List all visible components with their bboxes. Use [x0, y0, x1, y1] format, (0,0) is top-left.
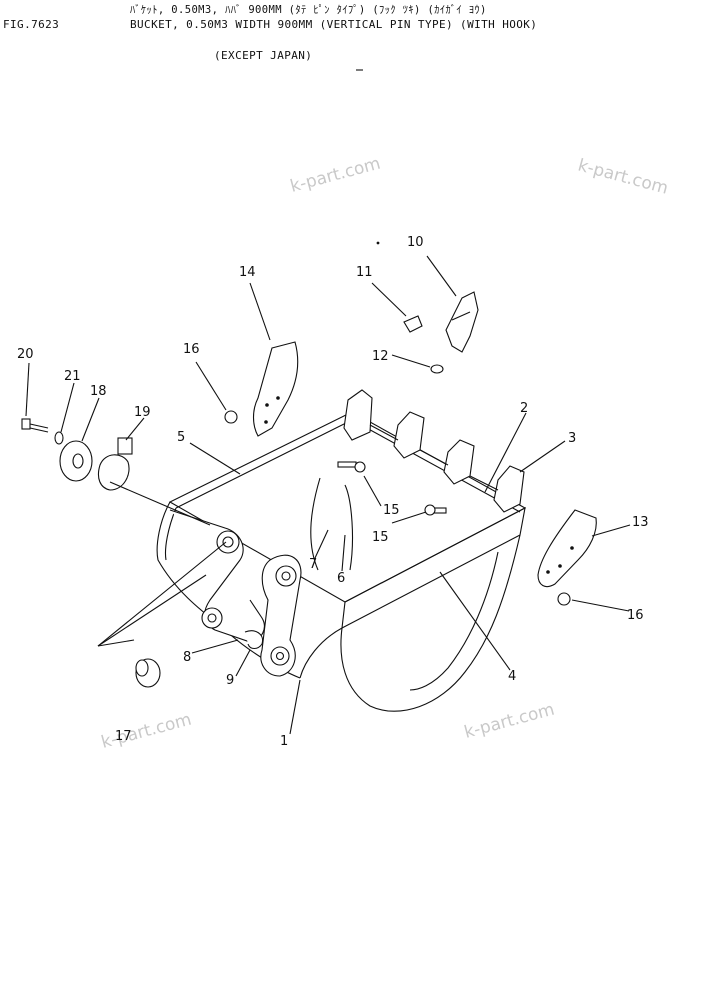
- callout-11: 11: [356, 265, 373, 280]
- hub-18: [59, 440, 93, 482]
- callout-14: 14: [239, 265, 256, 280]
- watermark: k-part.com: [462, 700, 557, 743]
- link-bracket: [169, 509, 302, 677]
- leader-lines: [25, 255, 631, 735]
- callout-5: 5: [177, 430, 185, 445]
- callout-13: 13: [632, 515, 649, 530]
- nut-right: [557, 592, 571, 606]
- figure-number: FIG.7623: [3, 18, 60, 31]
- callout-1: 1: [280, 734, 288, 749]
- bushing-17: [135, 658, 161, 688]
- callout-2: 2: [520, 401, 528, 416]
- title-japanese: ﾊﾞｹｯﾄ, 0.50M3, ﾊﾊﾞ 900MM (ﾀﾃ ﾋﾟﾝ ﾀｲﾌﾟ) (…: [130, 4, 487, 16]
- callout-labels: 1 2 3 4 5 6 7 8 9 10 11 12 13 14 15 15 1…: [17, 235, 649, 749]
- subtitle: (EXCEPT JAPAN): [214, 49, 313, 62]
- nut-left: [224, 410, 238, 424]
- title-english: BUCKET, 0.50M3 WIDTH 900MM (VERTICAL PIN…: [130, 18, 538, 31]
- tooth-point: [445, 291, 479, 353]
- teeth-row: [343, 389, 525, 513]
- tooth-pin: [403, 315, 423, 333]
- callout-19: 19: [134, 405, 151, 420]
- bolt-lower: [424, 504, 447, 516]
- washer-21: [54, 431, 64, 445]
- side-cutter-right: [537, 509, 597, 588]
- tooth-lock: [430, 364, 444, 374]
- bolt-20: [21, 418, 49, 433]
- shim-19: [97, 437, 133, 491]
- callout-21: 21: [64, 369, 81, 384]
- callout-16: 16: [183, 342, 200, 357]
- watermark: k-part.com: [576, 156, 671, 199]
- side-cutter-left: [252, 341, 299, 437]
- bolt-upper: [337, 461, 366, 473]
- callout-20: 20: [17, 347, 34, 362]
- callout-17: 17: [115, 729, 132, 744]
- callout-8: 8: [183, 650, 191, 665]
- callout-6: 6: [337, 571, 345, 586]
- callout-4: 4: [508, 669, 516, 684]
- callout-10: 10: [407, 235, 424, 250]
- watermark: k-part.com: [288, 154, 383, 197]
- watermark: k-part.com: [99, 710, 194, 753]
- callout-3: 3: [568, 431, 576, 446]
- callout-15: 15: [372, 530, 389, 545]
- callout-16: 16: [627, 608, 644, 623]
- callout-7: 7: [309, 557, 317, 572]
- callout-15: 15: [383, 503, 400, 518]
- callout-9: 9: [226, 673, 234, 688]
- callout-18: 18: [90, 384, 107, 399]
- callout-12: 12: [372, 349, 389, 364]
